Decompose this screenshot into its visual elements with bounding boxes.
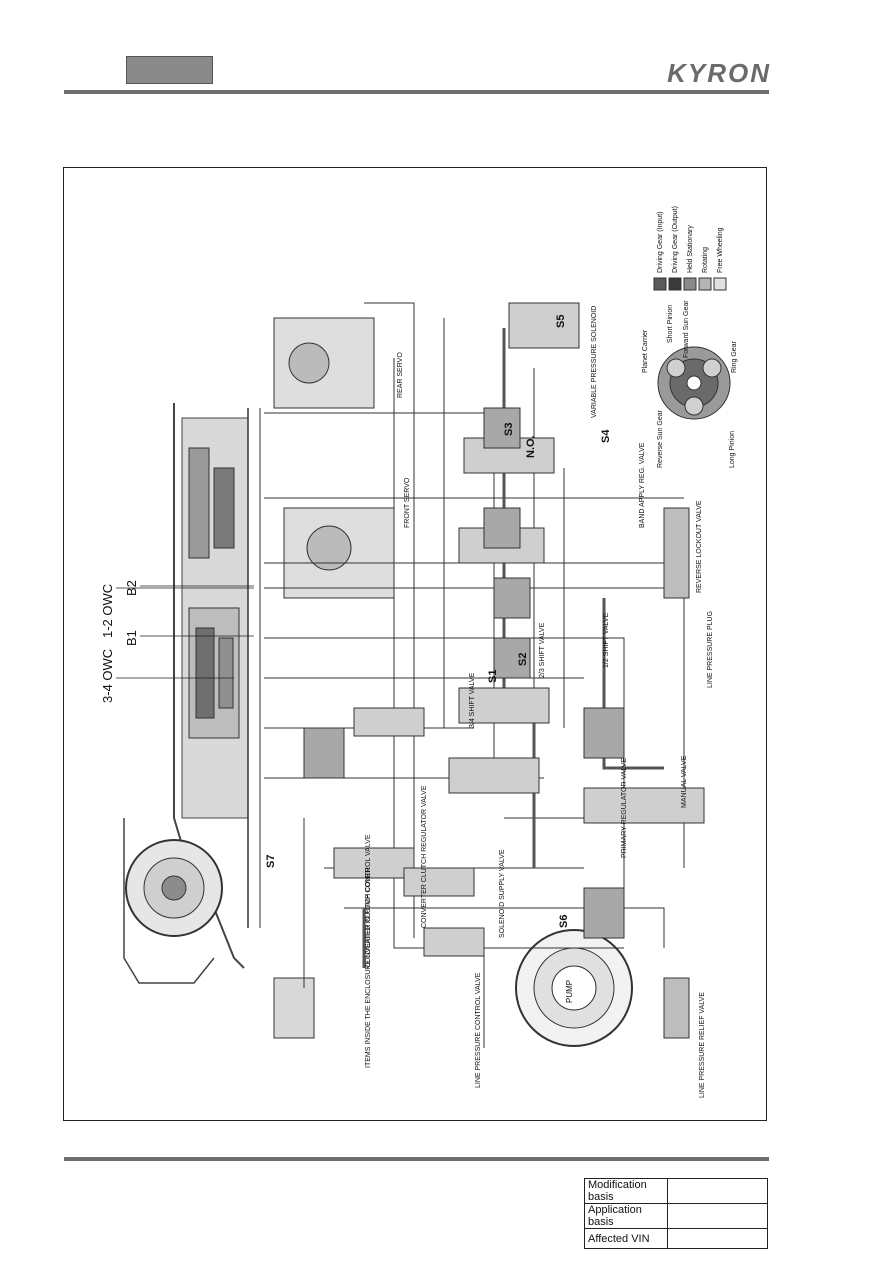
affected-vin-value (667, 1228, 768, 1249)
label-converter-clutch-control-valve: CONVERTER CLUTCH CONTROL VALVE (365, 834, 372, 968)
legend-driving-input: Driving Gear (Input) (657, 212, 664, 273)
label-band-apply-reg-valve: BAND APPLY REG. VALVE (639, 442, 646, 528)
label-s1: S1 (487, 670, 499, 683)
application-basis-label: Application basis (584, 1203, 668, 1229)
label-converter-clutch-regulator-valve: CONVERTER CLUTCH REGULATOR VALVE (421, 785, 428, 928)
label-s6: S6 (558, 915, 570, 928)
section-tab (126, 56, 213, 84)
gear-label-long-pinion: Long Pinion (729, 431, 736, 468)
label-pump: PUMP (565, 980, 574, 1003)
label-s4: S4 (600, 429, 612, 443)
revision-info-table: Modification basis Application basis Aff… (584, 1178, 768, 1249)
affected-vin-label: Affected VIN (584, 1228, 668, 1249)
label-owc-12: 1-2 OWC (100, 584, 115, 638)
label-line-pressure-relief-valve: LINE PRESSURE RELIEF VALVE (699, 992, 706, 1098)
gear-label-reverse-sun-gear: Reverse Sun Gear (657, 409, 664, 468)
application-basis-value (667, 1203, 768, 1229)
diagram-frame: Driving Gear (Input) Driving Gear (Outpu… (63, 167, 767, 1121)
gear-label-short-pinion: Short Pinion (667, 305, 674, 343)
label-reverse-lockout-valve: REVERSE LOCKOUT VALVE (696, 500, 703, 593)
legend-free-wheeling: Free Wheeling (717, 227, 724, 273)
label-s3: S3 (503, 423, 515, 436)
label-shift-valve-34: 3/4 SHIFT VALVE (469, 672, 476, 728)
table-row: Modification basis (584, 1178, 768, 1204)
label-s5: S5 (555, 315, 567, 328)
label-rear-servo: REAR SERVO (397, 352, 404, 398)
label-b1: B1 (124, 630, 139, 646)
gear-label-forward-sun-gear: Forward Sun Gear (683, 300, 690, 358)
legend-held-stationary: Held Stationary (687, 225, 694, 273)
gear-label-ring-gear: Ring Gear (731, 340, 738, 373)
label-shift-valve-12: 1/2 SHIFT VALVE (603, 612, 610, 668)
legend-driving-output: Driving Gear (Output) (672, 206, 679, 273)
label-manual-valve: MANUAL VALVE (681, 755, 688, 808)
footer-rule (64, 1157, 769, 1161)
modification-basis-value (667, 1178, 768, 1204)
label-shift-valve-23: 2/3 SHIFT VALVE (539, 622, 546, 678)
label-owc-34: 3-4 OWC (100, 649, 115, 703)
modification-basis-label: Modification basis (584, 1178, 668, 1204)
header-rule (64, 90, 769, 94)
label-front-servo: FRONT SERVO (404, 477, 411, 528)
legend-rotating: Rotating (702, 247, 709, 273)
label-line-pressure-control-valve: LINE PRESSURE CONTROL VALVE (475, 972, 482, 1088)
label-variable-pressure-solenoid: VARIABLE PRESSURE SOLENOID (591, 306, 598, 418)
hydraulic-diagram: Driving Gear (Input) Driving Gear (Outpu… (100, 206, 738, 1098)
label-primary-regulator-valve: PRIMARY REGULATOR VALVE (621, 758, 628, 858)
label-line-pressure-plug: LINE PRESSURE PLUG (707, 611, 714, 688)
label-items-enclosure: ITEMS INSIDE THE ENCLOSURE LOCATED IN PU… (365, 868, 372, 1068)
gear-label-planet-carrier: Planet Carrier (642, 329, 649, 373)
table-row: Application basis (584, 1203, 768, 1229)
table-row: Affected VIN (584, 1228, 768, 1249)
label-solenoid-supply-valve: SOLENOID SUPPLY VALVE (499, 849, 506, 938)
label-normally-open: N.O. (525, 435, 537, 458)
label-s7: S7 (265, 855, 277, 868)
kyron-logo: KYRON (667, 58, 771, 88)
label-s2: S2 (517, 653, 529, 666)
